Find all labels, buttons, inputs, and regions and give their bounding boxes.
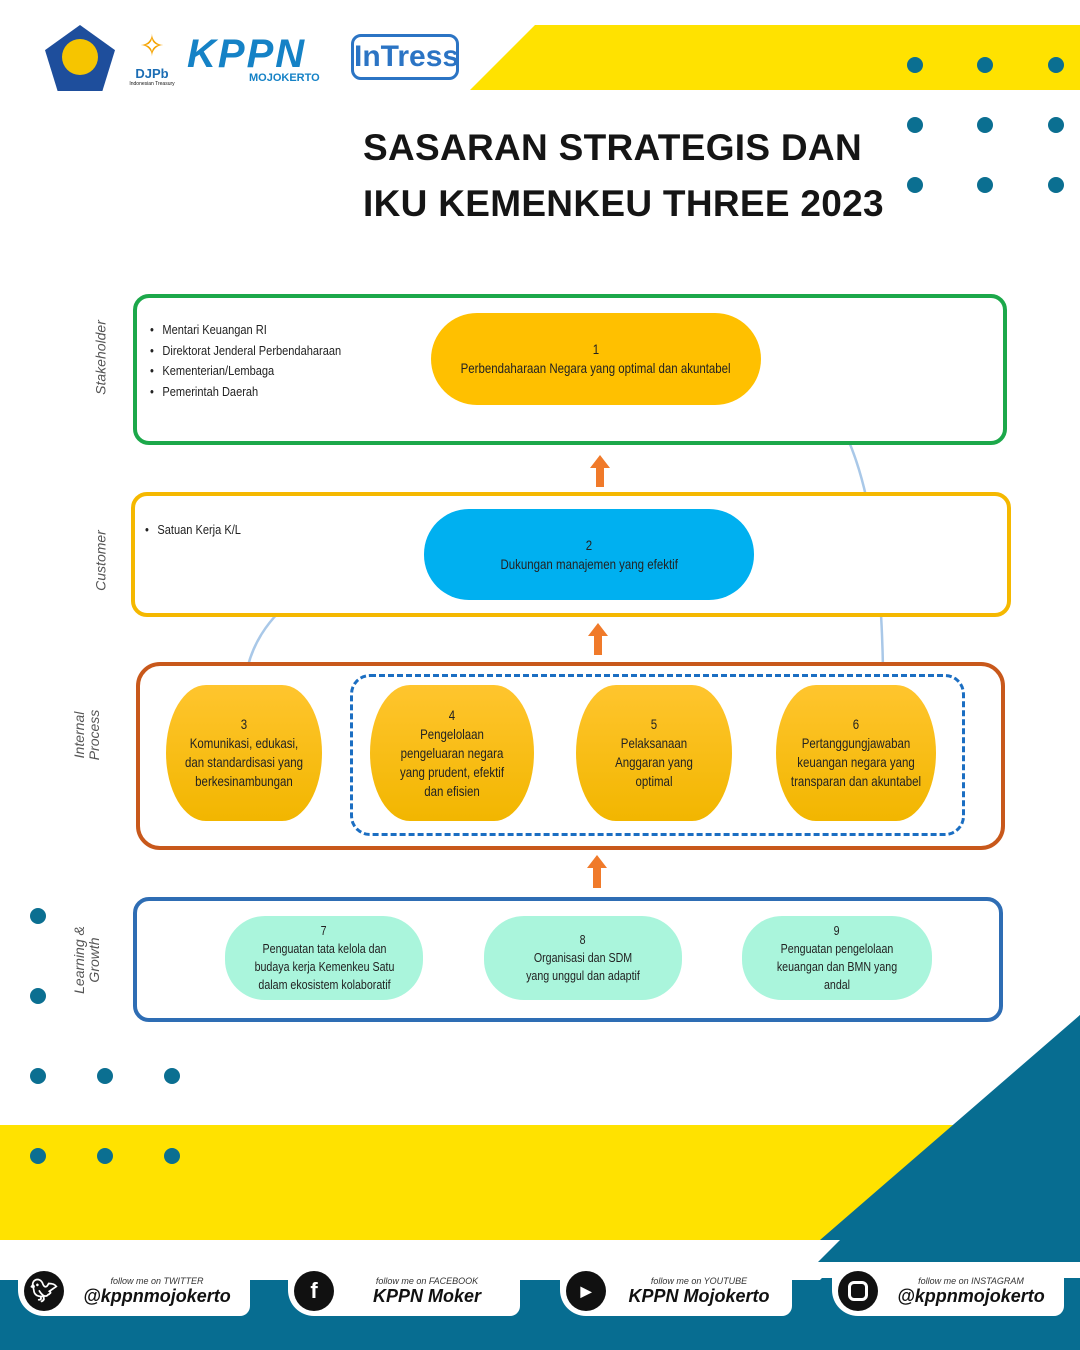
djpb-subtitle: Indonesian Treasury bbox=[129, 81, 175, 87]
objective-number: 1 bbox=[592, 341, 600, 357]
social-caption: follow me on INSTAGRAM bbox=[918, 1275, 1024, 1286]
kppn-logo: KPPN MOJOKERTO bbox=[187, 32, 337, 84]
objective-9: 9 Penguatan pengelolaan keuangan dan BMN… bbox=[742, 916, 932, 1000]
customer-list: Satuan Kerja K/L bbox=[145, 520, 241, 541]
social-caption: follow me on TWITTER bbox=[110, 1275, 204, 1286]
list-item: Pemerintah Daerah bbox=[150, 382, 341, 403]
objective-number: 9 bbox=[834, 923, 840, 938]
stakeholder-list: Mentari Keuangan RI Direktorat Jenderal … bbox=[150, 320, 341, 402]
objective-text: Pengelolaan pengeluaran negara yang prud… bbox=[399, 725, 505, 799]
page-title: SASARAN STRATEGIS DAN IKU KEMENKEU THREE… bbox=[363, 120, 884, 232]
youtube-icon: ▶ bbox=[566, 1271, 606, 1311]
customer-label: Customer bbox=[92, 530, 109, 591]
social-caption: follow me on FACEBOOK bbox=[375, 1275, 479, 1286]
social-caption: follow me on YOUTUBE bbox=[650, 1275, 748, 1286]
objective-number: 8 bbox=[580, 932, 586, 947]
objective-1: 1 Perbendaharaan Negara yang optimal dan… bbox=[431, 313, 761, 405]
objective-5: 5 Pelaksanaan Anggaran yang optimal bbox=[576, 685, 732, 821]
title-line-2: IKU KEMENKEU THREE 2023 bbox=[363, 183, 884, 224]
learning-growth-label: Learning & Growth bbox=[71, 926, 102, 994]
djpb-logo: ✧ DJPb Indonesian Treasury bbox=[124, 28, 180, 87]
title-line-1: SASARAN STRATEGIS DAN bbox=[363, 127, 862, 168]
objective-text: Penguatan pengelolaan keuangan dan BMN y… bbox=[776, 941, 898, 992]
social-handle: @kppnmojokerto bbox=[897, 1285, 1045, 1306]
objective-4: 4 Pengelolaan pengeluaran negara yang pr… bbox=[370, 685, 534, 821]
intress-logo: InTress bbox=[351, 34, 459, 80]
objective-number: 2 bbox=[585, 536, 593, 553]
objective-number: 4 bbox=[448, 706, 456, 723]
social-handle: @kppnmojokerto bbox=[83, 1285, 231, 1306]
internal-process-label: Internal Process bbox=[71, 709, 102, 761]
objective-number: 7 bbox=[321, 923, 327, 938]
intress-text: InTress bbox=[354, 40, 460, 73]
objective-8: 8 Organisasi dan SDM yang unggul dan ada… bbox=[484, 916, 682, 1000]
social-twitter[interactable]: 🐦︎ follow me on TWITTER@kppnmojokerto bbox=[18, 1266, 250, 1316]
objective-text: Dukungan manajemen yang efektif bbox=[500, 555, 678, 572]
objective-text: Perbendaharaan Negara yang optimal dan a… bbox=[461, 360, 731, 376]
djpb-text: DJPb bbox=[135, 66, 169, 81]
objective-text: Pertanggungjawaban keuangan negara yang … bbox=[790, 735, 922, 789]
kppn-subtitle: MOJOKERTO bbox=[249, 72, 320, 84]
objective-number: 5 bbox=[650, 716, 658, 732]
objective-number: 3 bbox=[240, 716, 248, 732]
list-item: Direktorat Jenderal Perbendaharaan bbox=[150, 341, 341, 362]
objective-7: 7 Penguatan tata kelola dan budaya kerja… bbox=[225, 916, 423, 1000]
instagram-icon bbox=[838, 1271, 878, 1311]
objective-6: 6 Pertanggungjawaban keuangan negara yan… bbox=[776, 685, 936, 821]
stakeholder-label: Stakeholder bbox=[92, 320, 109, 395]
objective-number: 6 bbox=[852, 716, 860, 732]
list-item: Kementerian/Lembaga bbox=[150, 361, 341, 382]
objective-text: Organisasi dan SDM yang unggul dan adapt… bbox=[526, 950, 640, 983]
objective-text: Komunikasi, edukasi, dan standardisasi y… bbox=[184, 735, 304, 789]
list-item: Mentari Keuangan RI bbox=[150, 320, 341, 341]
objective-text: Penguatan tata kelola dan budaya kerja K… bbox=[254, 941, 394, 992]
objective-3: 3 Komunikasi, edukasi, dan standardisasi… bbox=[166, 685, 322, 821]
social-instagram[interactable]: follow me on INSTAGRAM@kppnmojokerto bbox=[832, 1266, 1064, 1316]
social-handle: KPPN Moker bbox=[372, 1285, 482, 1306]
objective-2: 2 Dukungan manajemen yang efektif bbox=[424, 509, 754, 600]
facebook-icon: f bbox=[294, 1271, 334, 1311]
dashed-group bbox=[350, 674, 965, 836]
kppn-text: KPPN bbox=[187, 32, 307, 76]
list-item: Satuan Kerja K/L bbox=[145, 520, 241, 541]
twitter-icon: 🐦︎ bbox=[24, 1271, 64, 1311]
objective-text: Pelaksanaan Anggaran yang optimal bbox=[615, 735, 693, 789]
social-handle: KPPN Mojokerto bbox=[628, 1285, 770, 1306]
